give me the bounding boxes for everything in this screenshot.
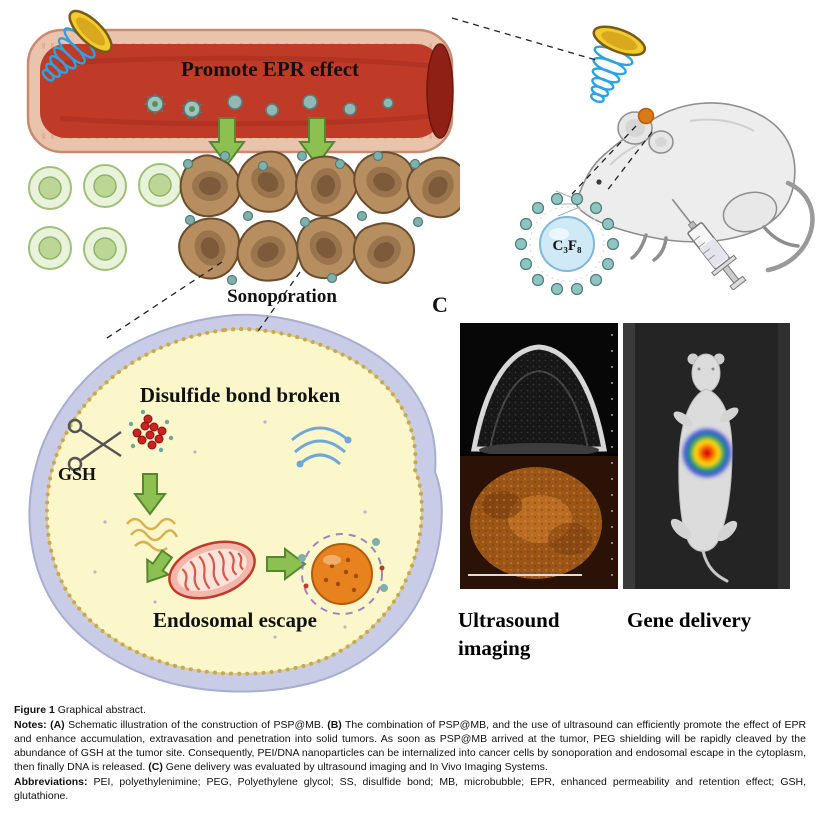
nanoparticle-cluster — [128, 409, 174, 453]
disulfide-label: Disulfide bond broken — [140, 383, 341, 407]
ultrasound-imaging-label: Ultrasound imaging — [458, 608, 560, 661]
gas-core-label: C₃F₈ — [553, 238, 582, 254]
syringe-icon — [671, 198, 747, 290]
cell-illustration: Disulfide bond broken GSH — [28, 313, 443, 693]
abbreviations-label: Abbreviations: — [14, 775, 88, 788]
arrow-right-icon — [266, 547, 307, 581]
epr-effect-label: Promote EPR effect — [181, 57, 359, 81]
arrow-down-icon — [133, 473, 167, 516]
cell-membrane-beads — [44, 327, 424, 676]
abbreviations-text: PEI, polyethylenimine; PEG, Polyethylene… — [14, 775, 807, 802]
bioluminescence-heatmap — [683, 429, 731, 477]
note-b-text: The combination of PSP@MB, and the use o… — [14, 718, 807, 773]
er-icon — [291, 426, 352, 468]
notes-label: Notes: — [14, 718, 47, 731]
microbubble-schematic: C₃F₈ — [514, 192, 620, 296]
figure-title-line: Figure 1 Graphical abstract. — [14, 704, 806, 718]
note-a-text: Schematic illustration of the constructi… — [68, 718, 324, 731]
gene-delivery-label: Gene delivery — [627, 608, 752, 632]
depth-scale-dots — [611, 334, 613, 576]
ultrasound-image — [460, 323, 618, 589]
panel-c-letter: C — [432, 292, 448, 317]
note-c-text: Gene delivery was evaluated by ultrasoun… — [165, 760, 548, 773]
gene-delivery-image — [623, 323, 790, 589]
figure-label: Figure 1 — [14, 704, 55, 716]
note-c-label: (C) — [148, 760, 163, 773]
vessel-illustration: Promote EPR effect — [25, 6, 460, 306]
normal-cells — [28, 163, 182, 271]
ribosome-dots — [93, 420, 367, 639]
figure-title: Graphical abstract. — [57, 704, 146, 716]
gsh-label: GSH — [58, 464, 96, 484]
note-b-label: (B) — [327, 718, 342, 731]
scissors-icon — [67, 418, 122, 472]
blood-vessel — [26, 28, 454, 154]
ultrasound-transducer-icon — [569, 19, 650, 113]
mitochondria-icon — [168, 540, 256, 600]
penetrating-nanoparticles — [182, 150, 424, 286]
figure-caption: Figure 1 Graphical abstract. Notes: (A) … — [14, 704, 806, 805]
microbubbles-in-vessel — [143, 92, 394, 124]
tumor-site-dot — [637, 107, 655, 125]
note-a-label: (A) — [50, 718, 65, 731]
figure-abbreviations: Abbreviations: PEI, polyethylenimine; PE… — [14, 776, 806, 804]
peg-shell-particles — [514, 192, 620, 296]
arrow-down-right-icon — [146, 549, 174, 584]
endosomal-escape-label: Endosomal escape — [153, 608, 317, 632]
endosome-escape-icon — [298, 533, 388, 615]
mouse-tail — [765, 180, 815, 273]
figure-notes: Notes: (A) Schematic illustration of the… — [14, 719, 806, 775]
